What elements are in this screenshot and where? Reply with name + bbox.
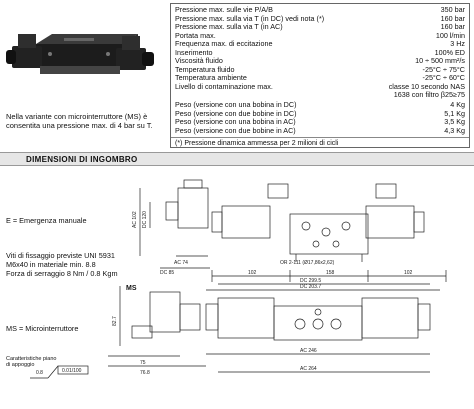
- spec-row: Peso (versione con due bobine in DC)5,1 …: [175, 108, 465, 118]
- variant-caption: Nella variante con microinterruttore (MS…: [6, 112, 153, 130]
- divider: [171, 137, 469, 138]
- spec-row: Peso (versione con due bobine in AC)4,3 …: [175, 125, 465, 135]
- spec-row: 1638 con filtro β25≥75: [393, 90, 465, 99]
- dimension-drawing: AC 102 DC 120 AC 74 DC 85 102 158 102 OR…: [30, 179, 447, 379]
- top-coil-right: [361, 297, 419, 339]
- dim-ac102: AC 102: [132, 211, 138, 228]
- label-plane-1: Caratteristiche piano: [6, 356, 57, 362]
- dim-dc120: DC 120: [142, 211, 148, 228]
- dim-102b: 102: [404, 270, 413, 276]
- dim-ra: 0.8: [36, 370, 43, 376]
- spec-row: Pressione max. sulla via T (in AC)160 ba…: [175, 22, 465, 31]
- dim-ac264: AC 264: [300, 366, 317, 372]
- front-coil-left: [221, 205, 271, 239]
- ms-tag: MS: [126, 285, 137, 292]
- spec-row: Livello di contaminazione max.classe 10 …: [175, 81, 465, 91]
- dim-dc203: DC 203.7: [300, 284, 321, 290]
- spec-row: Temperatura fluido-25°C ÷ 75°C: [175, 64, 465, 74]
- label-screws-1: Viti di fissaggio previste UNI 5931: [6, 251, 115, 260]
- dim-rough: 0.01/100: [62, 368, 82, 374]
- label-screws-2: M6x40 in materiale min. 8.8: [6, 260, 96, 269]
- footnote: (*) Pressione dinamica ammessa per 2 mil…: [175, 140, 339, 147]
- dim-158: 158: [326, 270, 335, 276]
- label-plane: Caratteristiche piano di appoggio: [6, 356, 56, 368]
- section-title: DIMENSIONI DI INGOMBRO: [26, 155, 138, 164]
- dim-dc299: DC 299.5: [300, 278, 321, 284]
- spec-row: Peso (versione con una bobina in AC)3,5 …: [175, 117, 465, 126]
- front-valve-body: [289, 213, 369, 255]
- top-coil-left: [217, 297, 275, 339]
- side-connector: [183, 179, 203, 189]
- label-plane-2: di appoggio: [6, 362, 35, 368]
- label-emergency: E = Emergenza manuale: [6, 216, 87, 225]
- spec-row: Portata max.100 l/min: [175, 30, 465, 40]
- section-header: DIMENSIONI DI INGOMBRO: [0, 152, 474, 166]
- product-image: [4, 4, 164, 108]
- dim-or: OR 2-111 (Ø17,86x2,62): [280, 260, 335, 266]
- spec-row: Temperatura ambiente-25°C ÷ 60°C: [175, 73, 465, 82]
- dim-ac74: AC 74: [174, 260, 188, 266]
- dim-102a: 102: [248, 270, 257, 276]
- dim-ac246: AC 246: [300, 348, 317, 354]
- dim-dc85: DC 85: [160, 270, 174, 276]
- dim-76: 76.8: [140, 370, 150, 376]
- side-emergency: [165, 201, 179, 221]
- side-coil-box: [177, 187, 209, 229]
- top-valve-body: [273, 305, 363, 341]
- label-microswitch: MS = Microinterruttore: [6, 324, 79, 333]
- dim-82: 82.7: [112, 316, 118, 326]
- spec-row: Peso (versione con una bobina in DC)4 Kg: [175, 100, 465, 109]
- front-coil-right: [365, 205, 415, 239]
- label-screws-3: Forza di serraggio 8 Nm / 0.8 Kgm: [6, 269, 118, 278]
- spec-row: Pressione max. sulla via T (in DC) vedi …: [175, 13, 465, 23]
- dim-75: 75: [140, 360, 146, 366]
- ms-side-box: [149, 291, 181, 333]
